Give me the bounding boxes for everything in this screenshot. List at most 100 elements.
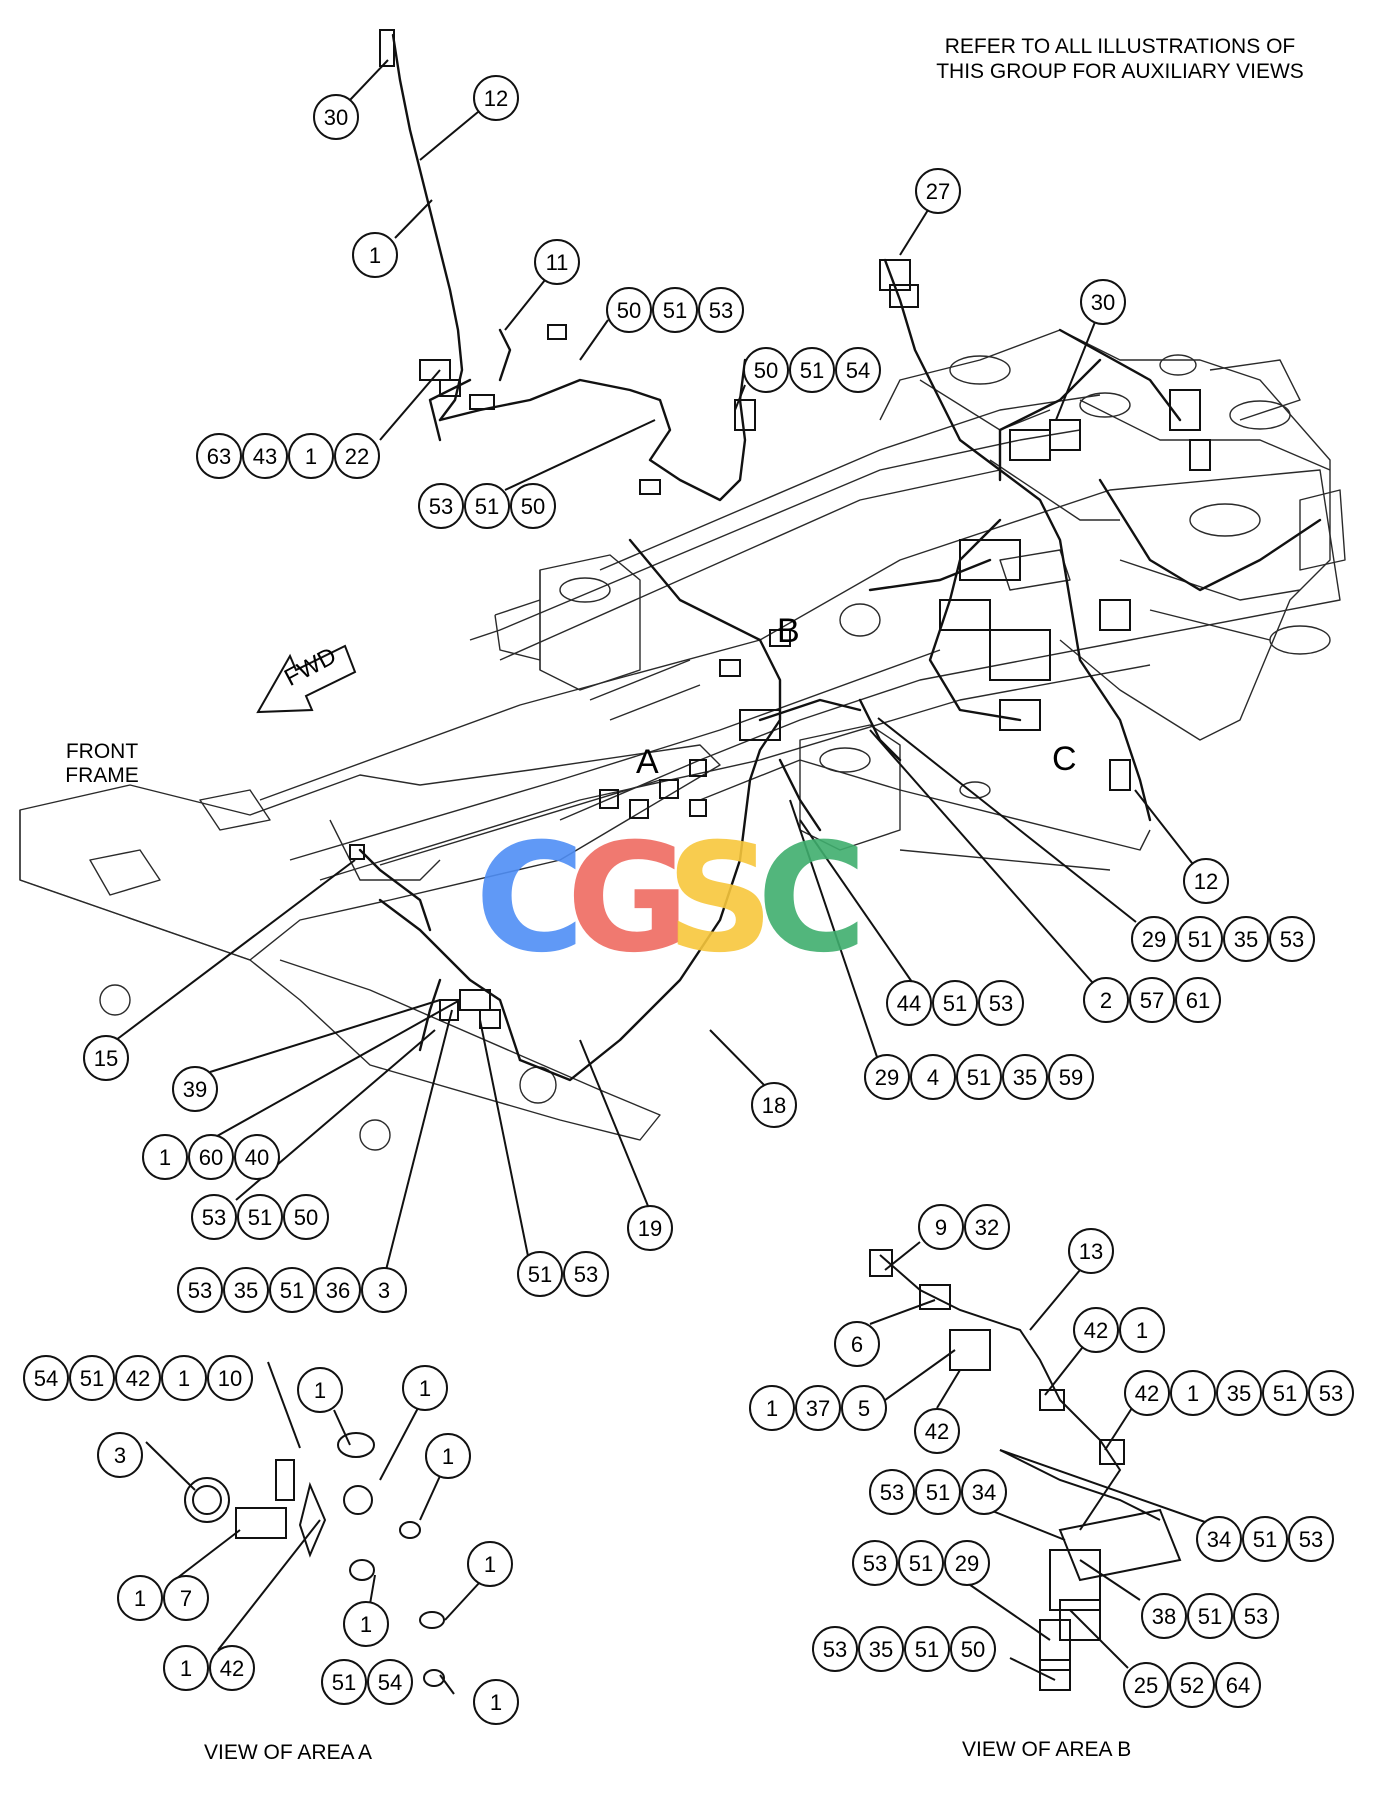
callout-number: 53 (1299, 1527, 1323, 1552)
callout-circle (852, 1540, 898, 1586)
area-c-label: C (1052, 740, 1077, 778)
callout-number: 1 (419, 1376, 431, 1401)
callout-group: 15 (83, 1035, 129, 1081)
leader-line (709, 1029, 765, 1086)
leader-line (145, 1441, 196, 1491)
leader-line (1055, 321, 1096, 421)
callout-number: 34 (1207, 1527, 1231, 1552)
callout-number: 50 (294, 1205, 318, 1230)
callout-number: 53 (1280, 927, 1304, 952)
callout-group: 18 (751, 1082, 797, 1128)
callout-number: 37 (806, 1396, 830, 1421)
leader-line (877, 717, 1137, 923)
callout-number: 53 (863, 1551, 887, 1576)
callout-circle (789, 347, 835, 393)
leader-line (1134, 789, 1193, 864)
leader-line (444, 1581, 481, 1621)
callout-circle (223, 1267, 269, 1313)
leader-line (579, 1039, 649, 1207)
callout-circle (234, 1134, 280, 1180)
callout-number: 53 (989, 991, 1013, 1016)
callout-group: 27 (915, 168, 961, 214)
callout-circle (956, 1054, 1002, 1100)
callout-circle (115, 1355, 161, 1401)
callout-circle (749, 1385, 795, 1431)
leader-line (115, 859, 356, 1041)
callout-circle (932, 980, 978, 1026)
callout-circle (1068, 1228, 1114, 1274)
callout-number: 59 (1059, 1065, 1083, 1090)
callout-group: 30 (313, 94, 359, 140)
callout-circle (23, 1355, 69, 1401)
area-a-label: A (636, 743, 659, 781)
callout-number: 27 (926, 179, 950, 204)
callout-number: 29 (875, 1065, 899, 1090)
callout-number: 1 (314, 1378, 326, 1403)
callout-number: 53 (574, 1262, 598, 1287)
callout-number: 35 (1234, 927, 1258, 952)
callout-group: 12 (1183, 858, 1229, 904)
callout-number: 29 (1142, 927, 1166, 952)
callout-number: 1 (442, 1444, 454, 1469)
front-frame-line-1: FRONT (65, 740, 139, 763)
callout-number: 1 (178, 1366, 190, 1391)
callout-number: 13 (1079, 1239, 1103, 1264)
callout-circle (1187, 1593, 1233, 1639)
callout-number: 51 (663, 298, 687, 323)
callout-circle (334, 433, 380, 479)
watermark-letter: G (566, 812, 689, 986)
callout-number: 50 (521, 494, 545, 519)
frame-line-art (19, 329, 1346, 1151)
callout-circle (517, 1251, 563, 1297)
callout-number: 7 (180, 1586, 192, 1611)
callout-circle (209, 1645, 255, 1691)
callout-group: 30 (1080, 279, 1126, 325)
callout-circle (910, 1054, 956, 1100)
callout-circle (918, 1204, 964, 1250)
callout-circle (1262, 1370, 1308, 1416)
leader-lines (115, 59, 1206, 1695)
callout-group: 1 (473, 1679, 519, 1725)
connector-clusters (184, 29, 1211, 1691)
callout-circle (69, 1355, 115, 1401)
callout-circle (163, 1575, 209, 1621)
callout-group: 1 (467, 1541, 513, 1587)
callout-number: 53 (823, 1637, 847, 1662)
callout-circle (1131, 916, 1177, 962)
watermark-letter: C (757, 812, 867, 986)
callout-number: 42 (925, 1419, 949, 1444)
leader-line (419, 1475, 441, 1521)
leader-line (479, 1019, 529, 1257)
callout-circle (313, 94, 359, 140)
callout-number: 53 (202, 1205, 226, 1230)
callout-number: 39 (183, 1077, 207, 1102)
callout-number: 18 (762, 1093, 786, 1118)
callout-circle (83, 1035, 129, 1081)
callout-circle (898, 1540, 944, 1586)
callout-number: 1 (369, 243, 381, 268)
callout-number: 53 (880, 1480, 904, 1505)
callout-circle (743, 347, 789, 393)
leader-line (579, 319, 609, 361)
leader-line (899, 209, 929, 256)
callout-number: 53 (1319, 1381, 1343, 1406)
callout-circle (915, 1469, 961, 1515)
callout-number: 53 (188, 1278, 212, 1303)
callout-number: 54 (846, 358, 870, 383)
callout-number: 1 (1136, 1318, 1148, 1343)
callout-circle (361, 1267, 407, 1313)
callout-circle (961, 1469, 1007, 1515)
callout-circle (1288, 1516, 1334, 1562)
callout-circle (467, 1541, 513, 1587)
callout-number: 51 (967, 1065, 991, 1090)
callout-circle (1083, 977, 1129, 1023)
callout-number: 2 (1100, 988, 1112, 1013)
leader-line (171, 1529, 241, 1583)
callout-group: 42 (914, 1408, 960, 1454)
leader-line (349, 59, 389, 101)
